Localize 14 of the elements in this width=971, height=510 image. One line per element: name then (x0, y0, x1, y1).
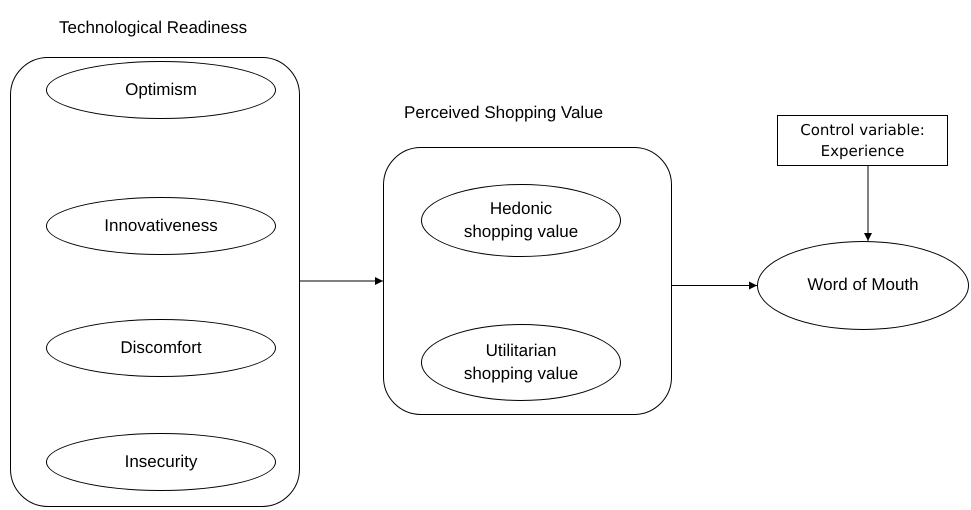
arrow (672, 282, 758, 290)
construct-label: Word of Mouth (807, 274, 919, 296)
construct-label: Innovativeness (104, 214, 218, 237)
construct-label: Optimism (125, 78, 197, 101)
arrow (300, 277, 384, 285)
group-heading: Perceived Shopping Value (404, 103, 604, 123)
arrow (864, 166, 872, 242)
construct-label: Discomfort (120, 336, 202, 359)
construct-label: Utilitarian shopping value (462, 340, 580, 384)
control-variable-box (777, 115, 948, 166)
construct-label: Insecurity (124, 450, 198, 473)
control-variable-label: Control variable: Experience (799, 120, 926, 161)
group-heading: Technological Readiness (59, 18, 248, 38)
construct-label: Hedonic shopping value (462, 198, 580, 242)
